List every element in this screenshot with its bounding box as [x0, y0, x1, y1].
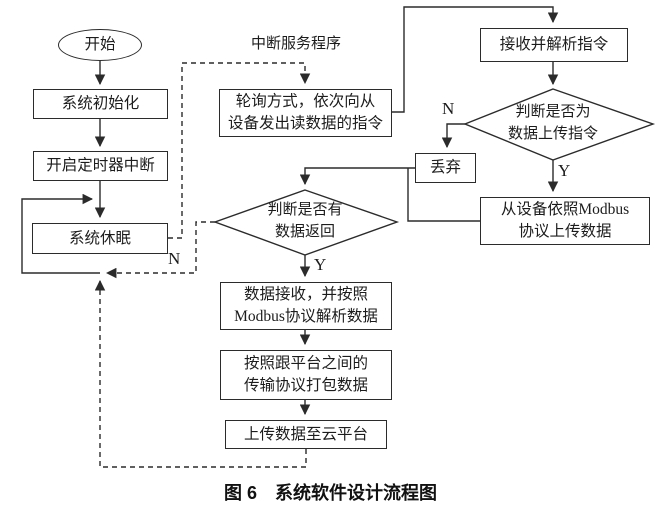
upload-command-decision-text: 判断是否为 数据上传指令: [507, 104, 598, 142]
discard-step: 丢弃: [415, 153, 476, 183]
connector-slave-upload-merge: [407, 168, 480, 222]
receive-parse-command-step: 接收并解析指令: [480, 28, 628, 62]
pack-data-step: 按照跟平台之间的 传输协议打包数据: [220, 350, 392, 400]
upload-decision-no-label: N: [442, 99, 455, 118]
receive-parse-data-step: 数据接收，并按照 Modbus协议解析数据: [220, 282, 392, 330]
upload-decision-yes-label: Y: [558, 161, 571, 180]
system-init-step: 系统初始化: [33, 89, 168, 119]
slave-upload-modbus-step: 从设备依照Modbus 协议上传数据: [480, 197, 650, 245]
connector-return-no-to-feedback: [105, 221, 215, 279]
data-return-decision-shape: [212, 189, 400, 256]
connector-merge-to-return-decision: [299, 167, 415, 186]
upload-cloud-step: 上传数据至云平台: [225, 420, 387, 449]
connector-feedback-loop-to-sleep: [21, 193, 100, 274]
enable-timer-interrupt-step: 开启定时器中断: [33, 151, 168, 181]
poll-slaves-step: 轮询方式，依次向从 设备发出读数据的指令: [219, 89, 392, 137]
start-terminal: 开始: [58, 29, 142, 61]
data-return-yes-label: Y: [314, 255, 327, 274]
data-return-decision-text: 判断是否有 数据返回: [267, 202, 343, 240]
figure-caption: 图 6 系统软件设计流程图: [223, 483, 437, 503]
connector-cloud-to-feedback: [94, 279, 307, 468]
data-return-no-label: N: [168, 249, 181, 268]
upload-command-decision-shape: [463, 88, 656, 161]
isr-section-label: 中断服务程序: [251, 36, 342, 52]
connector-sleep-to-isr-poll: [168, 62, 311, 239]
connector-poll-to-receive-cmd: [392, 6, 559, 113]
connector-decision-no-to-discard: [441, 123, 465, 149]
system-sleep-step: 系统休眠: [32, 223, 168, 254]
